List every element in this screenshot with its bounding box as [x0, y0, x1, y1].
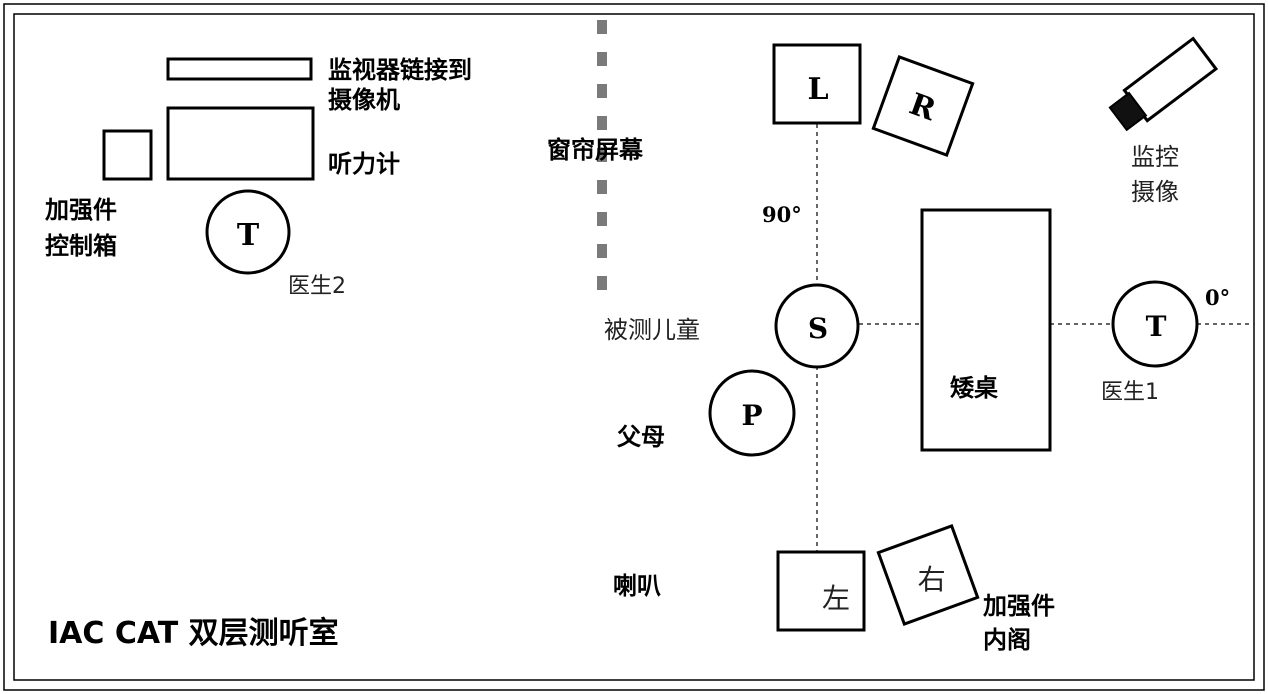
inner-frame	[13, 13, 1255, 681]
booster-control-label-line1: 加强件	[45, 196, 117, 224]
camera-label-line1: 监控	[1131, 143, 1179, 171]
speaker-label: 喇叭	[613, 572, 661, 600]
monitor-box	[166, 57, 313, 81]
low-table-label: 矮桌	[950, 374, 998, 402]
monitor-label-line2: 摄像机	[328, 86, 400, 114]
audiometer-box	[166, 106, 315, 181]
camera-label-line2: 摄像	[1131, 178, 1179, 206]
child-circle	[774, 283, 860, 369]
child-letter: S	[808, 312, 828, 345]
tester1-label: 医生1	[1101, 380, 1159, 405]
monitor-label-line1: 监视器链接到	[328, 56, 472, 84]
angle-0-label: 0°	[1205, 285, 1230, 310]
speaker-left-box	[772, 43, 862, 125]
low-table-box	[920, 208, 1052, 452]
inner-right-char: 右	[918, 563, 946, 596]
tester2-label: 医生2	[288, 274, 346, 299]
inner-booster-label-line2: 内阁	[983, 626, 1031, 654]
camera-icon	[1108, 36, 1219, 132]
child-label: 被测儿童	[604, 316, 700, 344]
speaker-right-box	[871, 55, 975, 157]
parent-letter: P	[741, 399, 762, 432]
tester2-circle	[205, 189, 291, 275]
inner-right-box	[876, 524, 980, 626]
booster-control-label-line2: 控制箱	[45, 232, 117, 260]
inner-left-char: 左	[822, 582, 850, 615]
inner-booster-label-line1: 加强件	[983, 592, 1055, 620]
booster-control-box	[102, 129, 153, 181]
speaker-left-letter: L	[807, 72, 828, 107]
outer-frame	[3, 3, 1265, 691]
parent-label: 父母	[617, 423, 665, 451]
tester1-circle	[1111, 280, 1199, 368]
inner-left-box	[776, 550, 866, 632]
tester1-letter: T	[1146, 310, 1167, 343]
tester2-letter: T	[237, 218, 260, 253]
parent-circle	[708, 369, 796, 457]
audiometer-label: 听力计	[328, 150, 400, 178]
curtain-label: 窗帘屏幕	[547, 136, 644, 164]
angle-90-label: 90°	[762, 202, 802, 227]
room-title: IAC CAT 双层测听室	[48, 616, 339, 651]
